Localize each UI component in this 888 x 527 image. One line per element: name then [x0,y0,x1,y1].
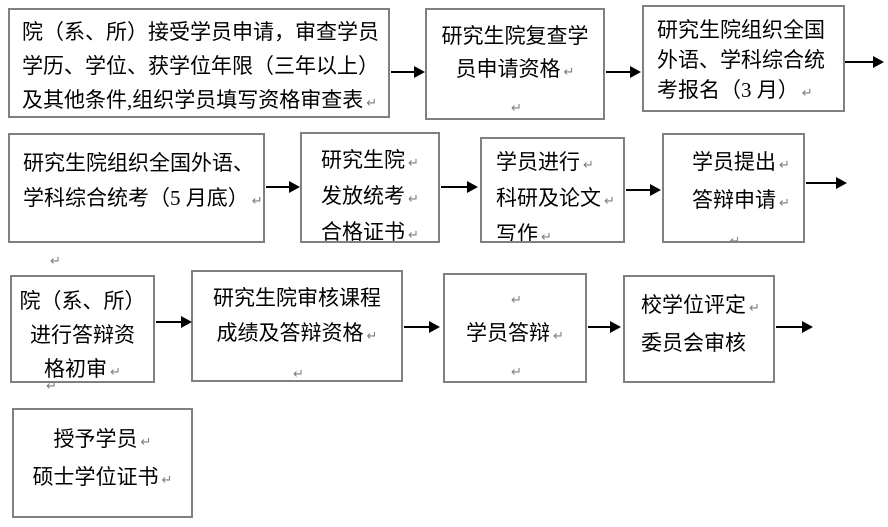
return-mark-icon: ↵ [779,158,790,173]
flow-box-department-preliminary-review: 院（系、所） 进行答辩资 格初审↵ [10,275,155,383]
flow-box-department-accept-application: 院（系、所）接受学员申请，审查学员 学历、学位、获学位年限（三年以上） 及其他条… [8,8,390,118]
return-mark-icon: ↵ [511,365,522,380]
flow-box-grad-school-review: 研究生院审核课程 成绩及答辩资格↵ ↵ [191,270,403,382]
arrow-connector [626,184,661,196]
arrow-connector [441,181,478,193]
box-text-line: ↵ [664,221,803,243]
arrow-connector [391,66,425,78]
box-text-line: 学员答辩↵ [466,321,564,345]
box-text-line: 学员进行↵ [496,150,594,174]
box-text-line: 答辩申请↵ [692,188,790,212]
box-text-line: ↵ [427,89,603,118]
arrow-connector [606,66,641,78]
return-mark-icon: ↵ [511,293,522,308]
return-mark-icon: ↵ [408,156,419,171]
flow-box-grad-school-recheck: 研究生院复查学 员申请资格↵ ↵ [425,8,605,120]
arrow-connector [776,321,813,333]
flow-box-national-exam: 研究生院组织全国外语、 学科综合统考（5 月底）↵ [8,133,265,243]
return-mark-icon: ↵ [801,86,813,101]
return-mark-icon: ↵ [583,158,594,173]
return-mark-icon: ↵ [110,365,121,380]
box-text-line: 硕士学位证书↵ [32,465,173,489]
arrow-connector [266,181,300,193]
return-mark-icon: ↵ [604,194,615,209]
box-text-line: 写作↵ [496,222,552,243]
flow-box-award-degree: 授予学员↵ 硕士学位证书↵ [12,408,193,518]
box-text-line: 学员提出↵ [692,150,790,174]
return-mark-icon: ↵ [408,228,419,243]
arrow-connector [404,321,440,333]
box-text-line: 员申请资格↵ [455,57,575,81]
flow-box-defense-application: 学员提出↵ 答辩申请↵ ↵ [662,133,805,243]
return-mark-icon: ↵ [140,435,152,450]
box-text-line: 进行答辩资 [30,323,135,347]
box-text-line: 研究生院审核课程 [213,286,381,310]
return-mark-icon: ↵ [161,473,173,488]
return-mark-icon: ↵ [366,329,378,344]
box-text-line: 学历、学位、获学位年限（三年以上） [22,54,379,78]
flow-box-exam-registration: 研究生院组织全国 外语、学科综合统 考报名（3 月）↵ [642,5,845,112]
box-text-line: 授予学员↵ [53,427,152,451]
return-mark-icon: ↵ [511,101,522,116]
box-text-line: 院（系、所）接受学员申请，审查学员 [22,20,379,44]
box-text-line: 成绩及答辩资格↵ [216,321,378,345]
box-text-line: 科研及论文↵ [496,186,615,210]
box-text-line: 发放统考↵ [321,184,419,208]
box-text-line: 考报名（3 月）↵ [657,78,813,102]
return-mark-icon: ↵ [50,254,61,269]
box-text-line: ↵ [193,354,401,382]
return-mark-icon: ↵ [749,301,760,316]
box-text-line: 研究生院组织全国外语、 [23,151,254,175]
return-mark-icon: ↵ [553,329,564,344]
return-mark-icon: ↵ [729,234,741,243]
box-text-line: 研究生院↵ [321,148,419,172]
flow-box-thesis-defense: ↵ 学员答辩↵ ↵ [443,273,587,383]
return-mark-icon: ↵ [563,65,575,80]
return-mark-icon: ↵ [541,230,552,243]
return-mark-icon: ↵ [46,379,57,394]
return-mark-icon: ↵ [779,196,790,211]
box-text-line: 格初审↵ [44,357,121,381]
box-text-line: 研究生院组织全国 [657,18,825,42]
flow-box-degree-committee-review: 校学位评定↵ 委员会审核 [623,275,775,383]
box-text-line: ↵ [445,281,585,317]
box-text-line: 学科综合统考（5 月底）↵ [23,186,263,210]
flow-box-research-thesis-writing: 学员进行↵ 科研及论文↵ 写作↵ [480,137,625,243]
arrow-connector [845,56,884,68]
box-text-line: 委员会审核 [641,331,746,355]
return-mark-icon: ↵ [251,194,263,209]
return-mark-icon: ↵ [408,192,419,207]
arrow-connector [806,177,847,189]
arrow-connector [588,321,621,333]
box-text-line: 院（系、所） [19,289,146,313]
box-text-line: 研究生院复查学 [441,24,589,48]
return-mark-icon: ↵ [293,367,304,382]
box-text-line: ↵ [445,353,585,381]
box-text-line: 外语、学科综合统 [657,48,825,72]
flow-box-issue-certificate: 研究生院↵ 发放统考↵ 合格证书↵ [300,132,440,243]
box-text-line: 合格证书↵ [321,220,419,243]
return-mark-icon: ↵ [366,96,378,111]
box-text-line: 及其他条件,组织学员填写资格审查表↵ [22,88,378,112]
box-text-line: 校学位评定↵ [641,293,760,317]
arrow-connector [156,316,192,328]
